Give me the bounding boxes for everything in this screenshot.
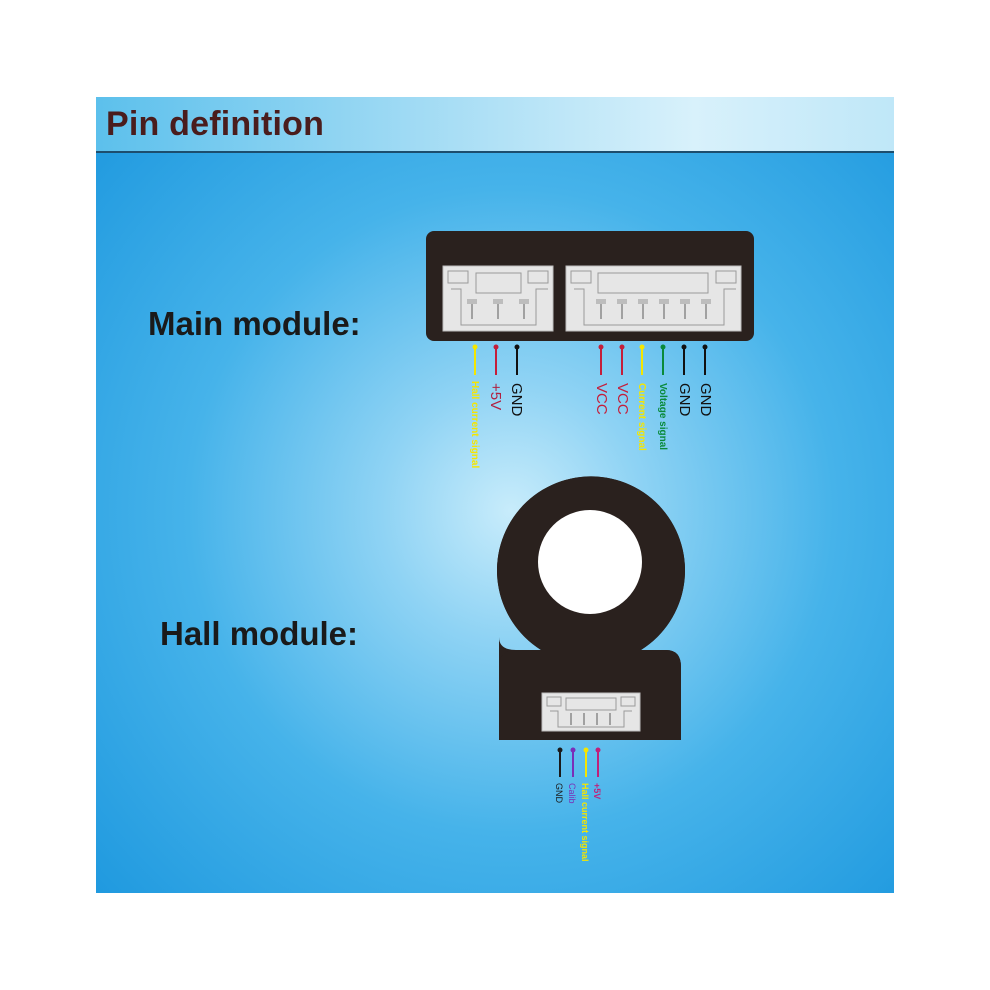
main-right-connector — [565, 265, 742, 332]
hall-module-leads — [557, 747, 601, 777]
hall-pin-label-hall-current: Hall current signal — [580, 783, 590, 862]
main-left-connector — [442, 265, 554, 332]
header-strip — [96, 97, 894, 151]
hall-module-body — [497, 476, 685, 740]
hall-pin-label-5v: +5V — [592, 783, 602, 800]
page-title: Pin definition — [106, 105, 325, 143]
hall-pin-label-gnd: GND — [554, 783, 564, 803]
main-pin-label-current-signal: Current signal — [636, 383, 647, 451]
diagram-panel: Pin definition Main module: Hall module: — [96, 97, 894, 893]
main-pin-label-gnd-left: GND — [508, 383, 525, 417]
main-pin-label-vcc-1: VCC — [593, 383, 610, 415]
main-pin-label-gnd-1: GND — [676, 383, 693, 417]
main-pin-label-5v: +5V — [487, 383, 504, 411]
main-pin-label-gnd-2: GND — [697, 383, 714, 417]
hall-module-label: Hall module: — [160, 615, 359, 652]
main-module-board — [426, 231, 754, 341]
main-pin-label-vcc-2: VCC — [614, 383, 631, 415]
hall-pin-label-calib: Calib — [567, 783, 577, 804]
modules-drawing — [426, 231, 754, 777]
main-pin-label-hall-current: Hall current signal — [469, 381, 480, 469]
main-pin-label-voltage-signal: Voltage signal — [657, 383, 668, 451]
hall-connector — [541, 692, 641, 732]
main-module-label: Main module: — [148, 305, 361, 342]
main-module-leads — [472, 344, 708, 375]
header-divider — [96, 151, 894, 153]
